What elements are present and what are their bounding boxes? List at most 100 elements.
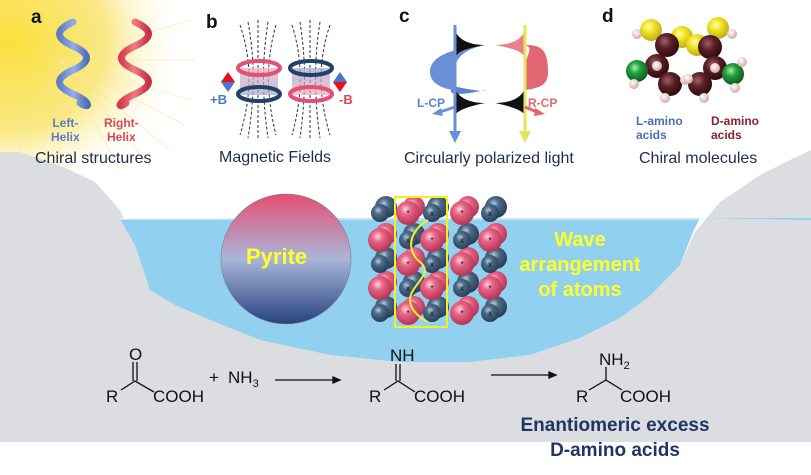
highlight-box bbox=[394, 196, 448, 328]
right-helix-icon bbox=[116, 18, 152, 110]
plus-b-diamond-icon bbox=[221, 72, 235, 92]
coil-right-icon bbox=[288, 59, 334, 103]
panel-letter-a: a bbox=[31, 7, 42, 28]
lattice-atom-pink bbox=[450, 201, 474, 225]
wave-path bbox=[408, 219, 429, 323]
lattice-atom-navy bbox=[371, 304, 389, 322]
reaction-bonds bbox=[120, 362, 623, 393]
lattice-atom-navy bbox=[453, 231, 471, 249]
reactant-r: R bbox=[106, 387, 119, 406]
ammonia-subscript: 3 bbox=[252, 378, 259, 390]
lattice-marker: * bbox=[460, 309, 463, 318]
intermediate-cooh: COOH bbox=[414, 387, 465, 406]
ammonia-base: NH bbox=[228, 368, 253, 387]
terrain bbox=[0, 150, 811, 442]
lattice-marker: * bbox=[460, 209, 463, 218]
caption-chiral-structures: Chiral structures bbox=[35, 150, 152, 167]
sun-glow bbox=[0, 0, 185, 170]
lattice-marker: * bbox=[406, 309, 409, 318]
right-cp-wave-icon bbox=[495, 25, 548, 143]
lattice-atom-pink bbox=[368, 276, 392, 300]
lattice-marker: * bbox=[430, 236, 433, 245]
product-subscript: 2 bbox=[623, 360, 630, 372]
minus-b-diamond-icon bbox=[333, 72, 347, 92]
reagent-plus: + bbox=[209, 368, 219, 387]
lattice-marker: x bbox=[406, 284, 410, 293]
lattice-marker: x bbox=[430, 260, 434, 269]
lattice-atom-pink bbox=[420, 228, 444, 252]
pyrite-sphere bbox=[220, 193, 352, 325]
minus-b-label: -B bbox=[339, 92, 353, 107]
reactant-oxygen: O bbox=[129, 345, 143, 364]
lattice-atom-navy bbox=[481, 204, 499, 222]
lattice-atom-pink bbox=[396, 301, 420, 325]
lattice-marker: * bbox=[430, 284, 433, 293]
pyrite-label: Pyrite bbox=[246, 244, 308, 269]
atom-lattice: *x*xx*x**x*xx*x**x*x bbox=[368, 196, 507, 325]
l-amino-acid-molecule-icon bbox=[626, 19, 693, 103]
lattice-marker: x bbox=[460, 284, 464, 293]
right-helix-label-line1: Right- bbox=[104, 116, 139, 130]
lattice-marker: * bbox=[488, 284, 491, 293]
left-cp-wave-icon bbox=[430, 25, 485, 143]
product-nh: NH bbox=[599, 350, 624, 369]
lattice-atom-navy bbox=[371, 204, 389, 222]
product-r: R bbox=[576, 387, 589, 406]
lattice-atom-navy bbox=[453, 279, 471, 297]
right-helix-label: Right- Helix bbox=[104, 116, 139, 144]
right-helix-label-line2: Helix bbox=[106, 130, 136, 144]
lattice-atom-navy bbox=[481, 304, 499, 322]
wave-label-line1: Wave bbox=[554, 229, 606, 251]
wave-arrangement-label: Wave arrangement of atoms bbox=[505, 228, 655, 303]
panel-letter-d: d bbox=[602, 6, 614, 27]
intermediate-r: R bbox=[369, 387, 382, 406]
intermediate-nh: NH bbox=[390, 346, 415, 365]
product-nh2: NH2 bbox=[599, 350, 630, 372]
left-helix-label-line2: Helix bbox=[51, 130, 80, 144]
lattice-atom-pink bbox=[420, 276, 444, 300]
lattice-atom-pink bbox=[368, 228, 392, 252]
panel-letter-c: c bbox=[399, 6, 410, 27]
lattice-atom-navy bbox=[481, 255, 499, 273]
lattice-marker: x bbox=[488, 309, 492, 318]
rcp-label: R-CP bbox=[528, 96, 558, 110]
lattice-atom-pink bbox=[478, 276, 502, 300]
lattice-marker: x bbox=[406, 236, 410, 245]
lattice-atom-pink bbox=[450, 252, 474, 276]
lattice-marker: * bbox=[488, 236, 491, 245]
lattice-marker: * bbox=[406, 209, 409, 218]
lattice-atom-navy bbox=[423, 255, 441, 273]
d-amino-label: D-amino acids bbox=[711, 114, 759, 142]
caption-magnetic-fields: Magnetic Fields bbox=[219, 149, 332, 166]
lcp-label: L-CP bbox=[417, 96, 445, 110]
lattice-marker: x bbox=[430, 309, 434, 318]
l-amino-label: L-amino acids bbox=[636, 114, 683, 142]
l-amino-label-line2: acids bbox=[636, 128, 667, 142]
enantiomeric-excess-title: Enantiomeric excess bbox=[520, 415, 710, 436]
d-amino-acids-subtitle: D-amino acids bbox=[550, 440, 680, 461]
coil-left-icon bbox=[236, 59, 282, 103]
lattice-atom-navy bbox=[371, 255, 389, 273]
reactant-cooh: COOH bbox=[153, 387, 204, 406]
left-helix-icon bbox=[56, 18, 91, 110]
left-helix-label-line1: Left- bbox=[52, 116, 79, 130]
caption-circularly-polarized-light: Circularly polarized light bbox=[404, 150, 574, 167]
reagent-ammonia: NH3 bbox=[228, 368, 259, 390]
wave-label-line2: arrangement bbox=[519, 254, 641, 276]
lattice-marker: * bbox=[406, 260, 409, 269]
plus-b-label: +B bbox=[210, 92, 227, 107]
lattice-marker: x bbox=[488, 209, 492, 218]
left-helix-label: Left- Helix bbox=[51, 116, 80, 144]
lattice-atom-navy bbox=[423, 304, 441, 322]
caption-chiral-molecules: Chiral molecules bbox=[639, 150, 758, 167]
lattice-atom-pink bbox=[396, 252, 420, 276]
product-cooh: COOH bbox=[620, 387, 671, 406]
lattice-atom-navy bbox=[423, 204, 441, 222]
d-amino-label-line2: acids bbox=[711, 128, 742, 142]
lattice-atom-pink bbox=[396, 201, 420, 225]
l-amino-label-line1: L-amino bbox=[636, 114, 683, 128]
d-amino-acid-molecule-icon bbox=[683, 17, 747, 103]
lattice-atom-pink bbox=[450, 301, 474, 325]
